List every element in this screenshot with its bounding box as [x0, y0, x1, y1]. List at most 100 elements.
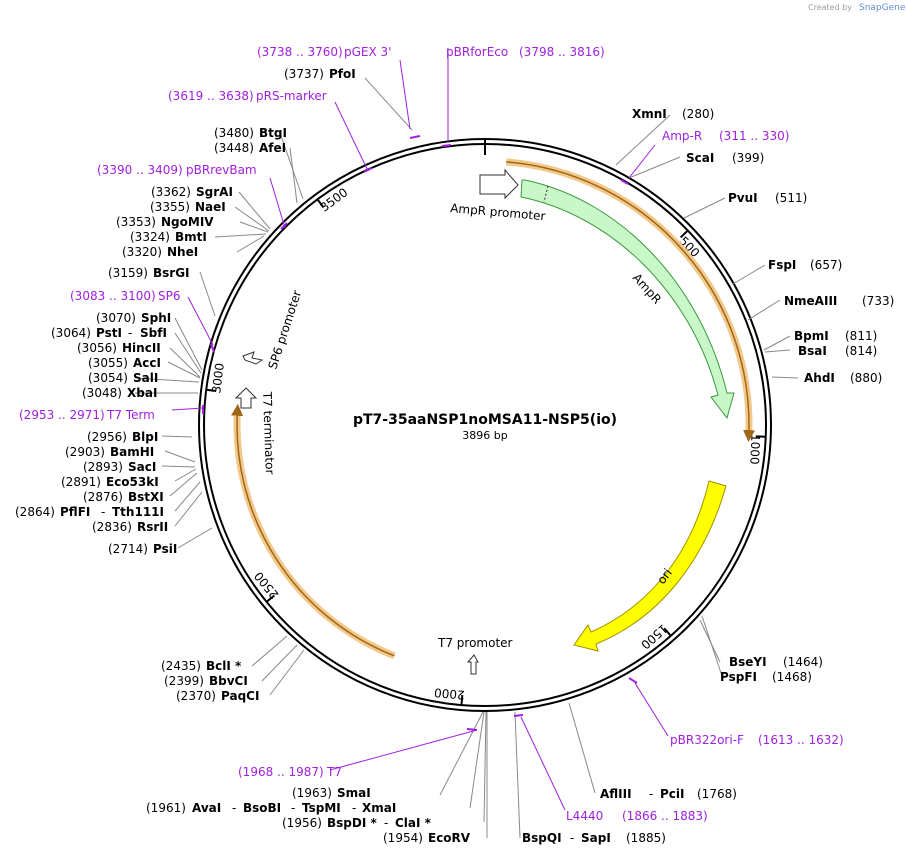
primer-pbrrevbam-range[interactable]: (3390 .. 3409)	[97, 163, 183, 177]
primer-t7[interactable]: T7	[326, 765, 342, 779]
enzyme-xbai-pos: (3048)	[82, 386, 122, 400]
primer-l4440[interactable]: L4440	[566, 809, 603, 823]
enzyme-eco53ki[interactable]: Eco53kI	[106, 475, 159, 489]
enzyme-bsobi[interactable]: BsoBI	[243, 801, 281, 815]
enzyme-blpi[interactable]: BlpI	[132, 430, 158, 444]
enzyme-pfoi[interactable]: PfoI	[329, 67, 356, 81]
enzyme-hincii[interactable]: HincII	[122, 341, 161, 355]
ampr-feature[interactable]	[520, 179, 735, 420]
enzyme-avai-sep1: -	[232, 801, 236, 815]
enzyme-paqci[interactable]: PaqCI	[221, 689, 259, 703]
orf-arc-left-band[interactable]	[233, 409, 396, 660]
tick-mark-2000	[460, 694, 464, 706]
enzyme-pspfi[interactable]: PspFI	[720, 670, 757, 684]
enzyme-bspqi[interactable]: BspQI	[522, 831, 562, 845]
primer-amp-r[interactable]: Amp-R	[662, 129, 702, 143]
enzyme-saci[interactable]: SacI	[128, 460, 156, 474]
enzyme-xmai[interactable]: XmaI	[362, 801, 396, 815]
primer-sp6-range[interactable]: (3083 .. 3100)	[70, 289, 156, 303]
primer-t7term-range[interactable]: (2953 .. 2971)	[19, 408, 105, 422]
bottom-enzymes: AflIII - PciI (1768) BspQI - SapI (1885)…	[146, 786, 737, 845]
t7-promoter-arrow[interactable]	[466, 654, 479, 675]
enzyme-eco53ki-pos: (2891)	[61, 475, 101, 489]
enzyme-bspdi-pos: (1956)	[282, 816, 322, 830]
enzyme-btgi[interactable]: BtgI	[259, 126, 287, 140]
enzyme-bbvci[interactable]: BbvCI	[209, 674, 248, 688]
enzyme-xbai[interactable]: XbaI	[127, 386, 157, 400]
enzyme-sali[interactable]: SalI	[133, 371, 158, 385]
primer-amp-r-range[interactable]: (311 .. 330)	[719, 129, 789, 143]
enzyme-bmti[interactable]: BmtI	[175, 230, 207, 244]
enzyme-saci-pos: (2893)	[83, 460, 123, 474]
enzyme-paqci-pos: (2370)	[176, 689, 216, 703]
enzyme-sapi[interactable]: SapI	[581, 831, 611, 845]
enzyme-ahdi[interactable]: AhdI	[804, 371, 835, 385]
enzyme-acci[interactable]: AccI	[133, 356, 161, 370]
enzyme-pflfi[interactable]: PflFI	[60, 505, 90, 519]
enzyme-psti[interactable]: PstI	[96, 326, 122, 340]
orf-arc-left[interactable]	[231, 403, 395, 657]
enzyme-afei[interactable]: AfeI	[259, 141, 286, 155]
enzyme-ecorv[interactable]: EcoRV	[428, 831, 471, 845]
orf-arc-ampr[interactable]	[506, 161, 756, 443]
enzyme-bsai-pos: (814)	[845, 344, 877, 358]
enzyme-bsai[interactable]: BsaI	[798, 344, 827, 358]
primer-prs-marker[interactable]: pRS-marker	[256, 89, 327, 103]
primer-l4440-range[interactable]: (1866 .. 1883)	[622, 809, 708, 823]
tick-label-2000: 2000	[434, 685, 466, 702]
enzyme-bseyi[interactable]: BseYI	[729, 655, 767, 669]
enzyme-bcli[interactable]: BclI *	[206, 659, 242, 673]
enzyme-pvui[interactable]: PvuI	[728, 191, 758, 205]
enzyme-nhei[interactable]: NheI	[167, 245, 198, 259]
enzyme-naei-pos: (3355)	[150, 200, 190, 214]
enzyme-nmeaiii[interactable]: NmeAIII	[784, 294, 837, 308]
enzyme-sgrai[interactable]: SgrAI	[196, 185, 233, 199]
enzyme-psii[interactable]: PsiI	[153, 542, 177, 556]
primer-pbrforeco-range[interactable]: (3798 .. 3816)	[519, 45, 605, 59]
ampr-promoter-label: AmpR promoter	[450, 201, 546, 223]
plasmid-backbone	[198, 138, 772, 712]
ampr-promoter-arrow[interactable]	[479, 168, 519, 200]
primer-t7-range[interactable]: (1968 .. 1987)	[238, 765, 324, 779]
enzyme-pcii[interactable]: PciI	[660, 787, 685, 801]
enzyme-ahdi-pos: (880)	[850, 371, 882, 385]
sp6-promoter-arrow[interactable]	[242, 351, 264, 365]
enzyme-clai[interactable]: ClaI *	[395, 816, 432, 830]
plasmid-name: pT7-35aaNSP1noMSA11-NSP5(io)	[353, 412, 617, 428]
enzyme-bseyi-pos: (1464)	[783, 655, 823, 669]
enzyme-ngomiv[interactable]: NgoMIV	[161, 215, 214, 229]
t7-terminator-arrow[interactable]	[234, 387, 258, 409]
primer-pbrrevbam[interactable]: pBRrevBam	[186, 163, 257, 177]
primer-pgex3[interactable]: pGEX 3'	[344, 45, 391, 59]
enzyme-naei[interactable]: NaeI	[195, 200, 226, 214]
primer-sp6[interactable]: SP6	[158, 289, 181, 303]
primer-prs-marker-range[interactable]: (3619 .. 3638)	[168, 89, 254, 103]
enzyme-bspdi[interactable]: BspDI *	[327, 816, 377, 830]
primer-t7term[interactable]: T7 Term	[106, 408, 155, 422]
enzyme-bsrgi[interactable]: BsrGI	[153, 266, 190, 280]
enzyme-fspi[interactable]: FspI	[768, 258, 796, 272]
enzyme-bamhi[interactable]: BamHI	[110, 445, 154, 459]
primer-pbr322ori-f[interactable]: pBR322ori-F	[670, 733, 744, 747]
enzyme-xmni[interactable]: XmnI	[632, 107, 667, 121]
primer-pbrforeco[interactable]: pBRforEco	[446, 45, 508, 59]
enzyme-ecorv-pos: (1954)	[383, 831, 423, 845]
enzyme-rsrii[interactable]: RsrII	[137, 520, 168, 534]
enzyme-afliii[interactable]: AflIII	[600, 787, 632, 801]
enzyme-nmeaiii-pos: (733)	[862, 294, 894, 308]
primer-pbr322ori-f-range[interactable]: (1613 .. 1632)	[758, 733, 844, 747]
ori-feature[interactable]	[573, 480, 727, 652]
enzyme-smai[interactable]: SmaI	[337, 786, 371, 800]
enzyme-psti-pos: (3064)	[51, 326, 91, 340]
enzyme-bspdi-sep: -	[384, 816, 388, 830]
primer-pgex3-range[interactable]: (3738 .. 3760)	[257, 45, 343, 59]
enzyme-scai[interactable]: ScaI	[686, 151, 714, 165]
enzyme-tspmi[interactable]: TspMI	[302, 801, 341, 815]
enzyme-bstxi[interactable]: BstXI	[128, 490, 164, 504]
enzyme-sphi[interactable]: SphI	[141, 311, 171, 325]
enzyme-bpmi[interactable]: BpmI	[794, 329, 829, 343]
enzyme-avai[interactable]: AvaI	[192, 801, 221, 815]
t7-promoter-label: T7 promoter	[437, 636, 513, 650]
enzyme-tth111i[interactable]: Tth111I	[112, 505, 164, 519]
enzyme-sbfi[interactable]: SbfI	[140, 326, 167, 340]
